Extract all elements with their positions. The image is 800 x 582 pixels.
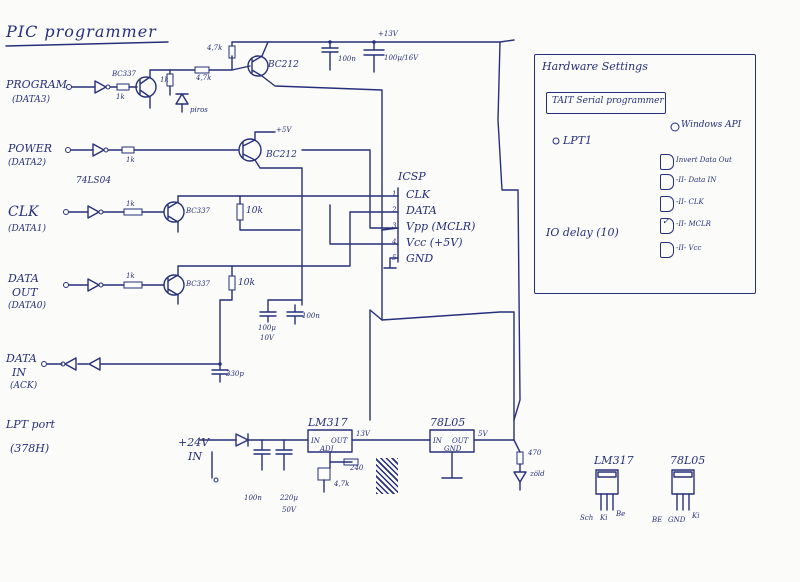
label-c100n-mid: 100n bbox=[302, 312, 320, 320]
label-c100n-top: 100n bbox=[338, 55, 356, 63]
label-r10k-data: 10k bbox=[238, 278, 255, 288]
programmer-select-value: TAIT Serial programmer bbox=[552, 96, 664, 106]
pinout-lm317-title: LM317 bbox=[594, 454, 634, 467]
pin-label-data-in: DATA bbox=[6, 352, 37, 365]
pin-sub-program: (DATA3) bbox=[12, 95, 50, 105]
radio-lpt1-label[interactable]: LPT1 bbox=[563, 134, 593, 147]
label-78l05: 78L05 bbox=[430, 416, 466, 429]
checkbox-invert-vcc-label: -II- Vcc bbox=[676, 244, 702, 252]
label-piros: piros bbox=[190, 106, 208, 114]
checkbox-invert-clk[interactable] bbox=[660, 196, 674, 212]
label-v13b: 13V bbox=[356, 430, 370, 438]
icsp-pin3-name: Vpp (MCLR) bbox=[406, 220, 476, 233]
label-c10v: 10V bbox=[260, 334, 274, 342]
label-r4k7-reg: 4,7k bbox=[334, 480, 350, 488]
label-r1k-data: 1k bbox=[126, 272, 135, 280]
label-v13: +13V bbox=[378, 30, 398, 38]
label-bc212-top: BC212 bbox=[268, 60, 299, 70]
icsp-pin4-num: 4 bbox=[392, 238, 397, 246]
checkbox-invert-vcc[interactable] bbox=[660, 242, 674, 258]
pinout-lm317-pin3: Be bbox=[616, 510, 626, 518]
ic-label: 74LS04 bbox=[76, 176, 112, 186]
checkbox-invert-data-in[interactable] bbox=[660, 174, 674, 190]
checkbox-invert-data-out[interactable] bbox=[660, 154, 674, 170]
label-78l05-out: OUT bbox=[452, 437, 469, 445]
pin-sub-data-out: (DATA0) bbox=[8, 301, 46, 311]
label-r240: 240 bbox=[350, 464, 364, 472]
label-c330p: 330p bbox=[226, 370, 244, 378]
pinout-lm317-pin2: Ki bbox=[600, 514, 608, 522]
icsp-pin2-num: 2 bbox=[392, 206, 397, 214]
icsp-pin5-name: GND bbox=[406, 252, 434, 265]
label-78l05-in: IN bbox=[433, 437, 442, 445]
label-r1k-power: 1k bbox=[126, 156, 135, 164]
label-c220u: 220µ bbox=[280, 494, 298, 502]
label-v5: +5V bbox=[276, 126, 292, 134]
hardware-settings-panel bbox=[534, 54, 756, 294]
label-v24-in: IN bbox=[188, 450, 202, 463]
checkbox-invert-clk-label: -II- CLK bbox=[676, 198, 704, 206]
icsp-pin1-name: CLK bbox=[406, 188, 430, 201]
checkbox-invert-data-in-label: -II- Data IN bbox=[676, 176, 717, 184]
pin-label-power: POWER bbox=[8, 142, 53, 155]
pin-sub-clk: (DATA1) bbox=[8, 224, 46, 234]
checkmark-icon: ✓ bbox=[662, 217, 670, 227]
icsp-pin1-num: 1 bbox=[392, 190, 397, 198]
icsp-pin5-num: 5 bbox=[392, 254, 397, 262]
label-bc337-program: BC337 bbox=[112, 70, 136, 78]
page-title: PIC programmer bbox=[6, 22, 157, 41]
label-zold: zöld bbox=[530, 470, 545, 478]
label-c100n-bottom: 100n bbox=[244, 494, 262, 502]
pin-label-data-out-2: OUT bbox=[12, 286, 38, 299]
checkbox-invert-mclr-label: -II- MCLR bbox=[676, 220, 711, 228]
label-r470: 470 bbox=[528, 449, 542, 457]
checkbox-invert-data-out-label: Invert Data Out bbox=[676, 156, 732, 164]
label-lm317-adj: ADJ bbox=[320, 445, 334, 453]
icsp-pin3-num: 3 bbox=[392, 222, 397, 230]
pin-label-data-in-2: IN bbox=[12, 366, 26, 379]
pin-label-program: PROGRAM bbox=[6, 78, 67, 91]
lpt-port-address: (378H) bbox=[10, 442, 50, 455]
label-c100u16v: 100µ/16V bbox=[384, 54, 419, 62]
programmer-select[interactable] bbox=[546, 92, 666, 114]
pinout-lm317-pin1: Sch bbox=[580, 514, 594, 522]
label-bc212-mid: BC212 bbox=[266, 150, 297, 160]
label-r1k-program: 1k bbox=[116, 93, 125, 101]
label-lm317: LM317 bbox=[308, 416, 348, 429]
pinout-78l05-pin1: BE bbox=[652, 516, 663, 524]
icsp-pin2-name: DATA bbox=[406, 204, 437, 217]
pin-sub-power: (DATA2) bbox=[8, 158, 46, 168]
label-lm317-in: IN bbox=[311, 437, 320, 445]
label-bc337-data: BC337 bbox=[186, 280, 210, 288]
label-v24: +24V bbox=[178, 436, 210, 449]
panel-title: Hardware Settings bbox=[542, 60, 648, 73]
radio-windows-api-label[interactable]: Windows API bbox=[681, 120, 742, 130]
pin-sub-data-in: (ACK) bbox=[10, 381, 38, 391]
icsp-pin4-name: Vcc (+5V) bbox=[406, 236, 463, 249]
label-78l05-gnd: GND bbox=[444, 445, 462, 453]
pin-label-clk: CLK bbox=[8, 204, 39, 220]
label-r10k-clk: 10k bbox=[246, 206, 263, 216]
checkbox-invert-mclr[interactable]: ✓ bbox=[660, 217, 674, 234]
icsp-title: ICSP bbox=[398, 170, 426, 183]
label-r1k-clk: 1k bbox=[126, 200, 135, 208]
label-c50v: 50V bbox=[282, 506, 296, 514]
lpt-port-label: LPT port bbox=[6, 418, 55, 431]
pinout-78l05-pin2: GND bbox=[668, 516, 686, 524]
pinout-78l05-title: 78L05 bbox=[670, 454, 706, 467]
pin-label-data-out: DATA bbox=[8, 272, 39, 285]
label-c100u10v: 100µ bbox=[258, 324, 276, 332]
label-v5b: 5V bbox=[478, 430, 488, 438]
label-r1k-led: 1k bbox=[160, 76, 169, 84]
label-bc337-clk: BC337 bbox=[186, 207, 210, 215]
pinout-78l05-pin3: Ki bbox=[692, 512, 700, 520]
label-r4k7-b: 4,7k bbox=[207, 44, 223, 52]
hatched-area bbox=[376, 458, 398, 494]
io-delay-label: IO delay (10) bbox=[546, 226, 619, 239]
label-r4k7-a: 4,7k bbox=[196, 74, 212, 82]
label-lm317-out: OUT bbox=[331, 437, 348, 445]
